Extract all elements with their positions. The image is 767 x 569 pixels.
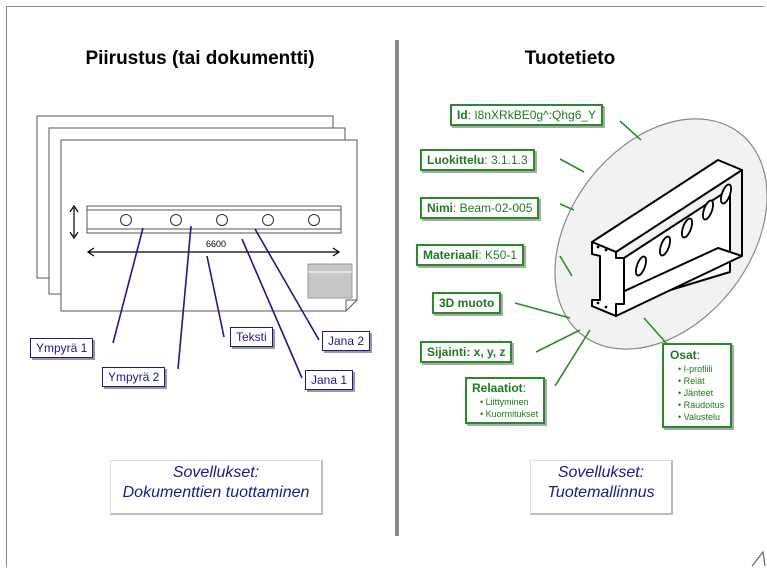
- relaatiot-item: Kuormitukset: [480, 408, 539, 420]
- label-ympyra-1: Ympyrä 1: [30, 338, 94, 358]
- corner-glyph: [751, 550, 766, 567]
- hole-1: [120, 214, 132, 226]
- dimension-label: 6600: [204, 239, 229, 249]
- label-jana-1: Jana 1: [305, 370, 354, 390]
- osat-item: Jänteet: [678, 387, 724, 399]
- sheet-corner-fold: [345, 299, 357, 311]
- left-applications-heading: Sovellukset:: [172, 464, 260, 481]
- end-face-dots: [596, 245, 608, 309]
- hole-2: [170, 214, 182, 226]
- field-materiaali: Materiaali: K50-1: [416, 244, 525, 266]
- hole-5: [308, 214, 320, 226]
- left-applications-text: Dokumenttien tuottaminen: [122, 484, 310, 501]
- field-luokittelu: Luokittelu: 3.1.1.3: [420, 149, 535, 171]
- field-sijainti: Sijainti: x, y, z: [420, 341, 513, 363]
- web-holes: [635, 183, 732, 277]
- title-block: [307, 263, 353, 299]
- osat-item: Raudoitus: [678, 399, 725, 411]
- label-ympyra-2: Ympyrä 2: [102, 367, 166, 387]
- relaatiot-item: Liittyminen: [480, 396, 538, 408]
- right-applications-heading: Sovellukset:: [557, 464, 645, 481]
- left-title: Piirustus (tai dokumentti): [85, 48, 315, 69]
- field-id: Id: I8nXRkBE0g^:Qhg6_Y: [450, 104, 604, 126]
- right-title: Tuotetieto: [524, 48, 616, 69]
- field-nimi: Nimi: Beam-02-005: [420, 197, 540, 219]
- osat-item: Reiät: [678, 375, 724, 387]
- label-jana-2: Jana 2: [322, 331, 371, 351]
- field-relaatiot: Relaatiot: Liittyminen Kuormitukset: [465, 377, 546, 424]
- osat-item: Valustelu: [678, 411, 724, 423]
- hole-3: [216, 214, 228, 226]
- right-applications: Sovellukset: Tuotemallinnus: [530, 460, 673, 515]
- left-applications: Sovellukset: Dokumenttien tuottaminen: [110, 460, 323, 515]
- field-3d-muoto: 3D muoto: [432, 292, 502, 314]
- hole-4: [262, 214, 274, 226]
- osat-item: I-profiili: [678, 363, 724, 375]
- field-osat: Osat: I-profiili Reiät Jänteet Raudoitus…: [662, 343, 733, 428]
- slide-border: [6, 6, 764, 567]
- label-teksti: Teksti: [230, 327, 273, 347]
- right-applications-text: Tuotemallinnus: [547, 484, 655, 501]
- center-divider: [395, 40, 399, 536]
